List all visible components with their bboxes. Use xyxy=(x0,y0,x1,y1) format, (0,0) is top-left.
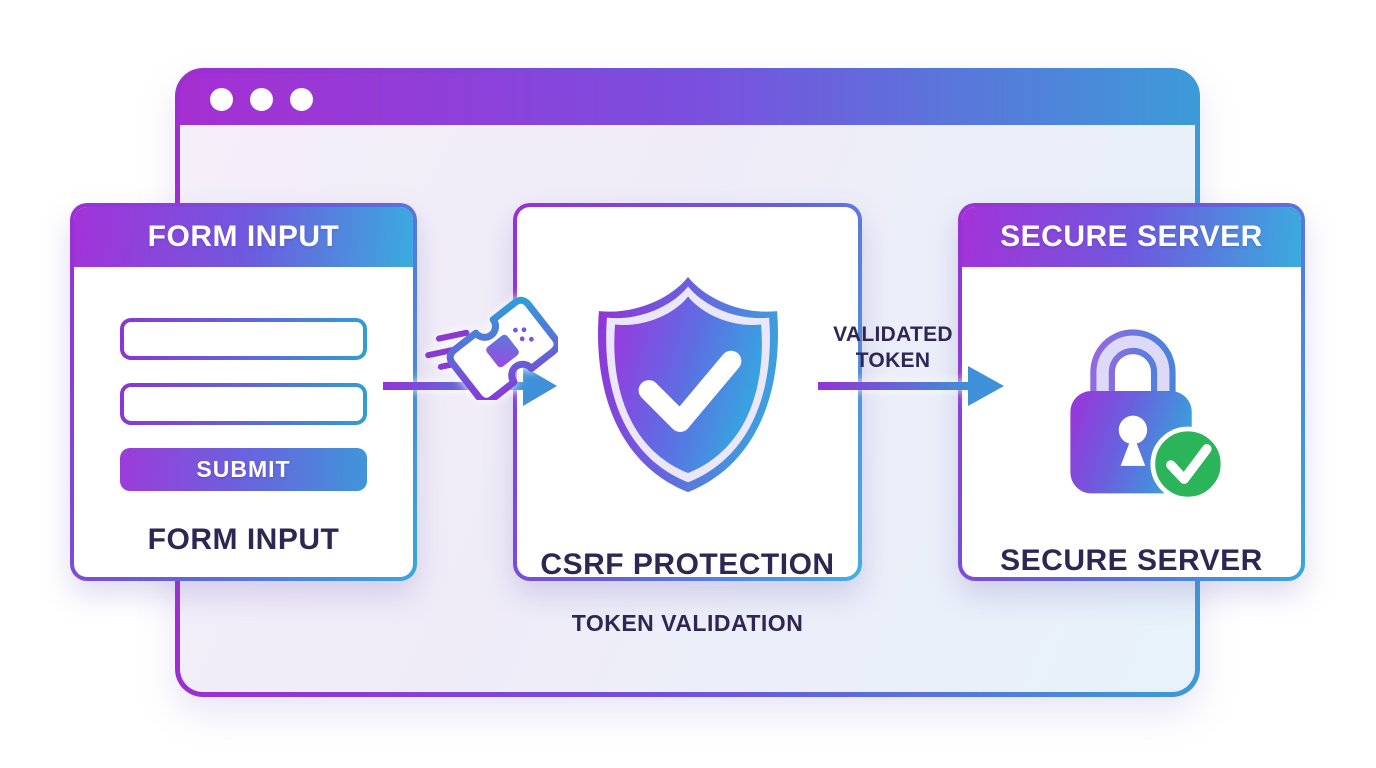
window-control-dot[interactable] xyxy=(290,87,313,111)
window-control-dot[interactable] xyxy=(210,87,233,111)
ticket-icon xyxy=(425,296,558,400)
form-input-field-2-inner[interactable] xyxy=(124,387,363,421)
form-fields: SUBMIT xyxy=(74,318,413,491)
flow-arrow-csrf-to-server xyxy=(818,366,1004,406)
form-card-header: FORM INPUT xyxy=(74,207,413,267)
server-card-caption: SECURE SERVER xyxy=(1000,544,1263,577)
form-input-card: FORM INPUT SUBMIT FORM INPUT xyxy=(70,203,417,581)
csrf-card-caption: CSRF PROTECTION xyxy=(540,548,835,577)
browser-titlebar xyxy=(180,73,1195,125)
form-input-field-2[interactable] xyxy=(120,383,367,425)
validated-token-label: VALIDATED TOKEN xyxy=(833,323,953,372)
shield-check-icon xyxy=(583,269,793,504)
form-input-field-1-inner[interactable] xyxy=(124,322,363,356)
secure-server-card: SECURE SERVER xyxy=(958,203,1305,581)
submit-button[interactable]: SUBMIT xyxy=(120,448,367,491)
check-badge-icon xyxy=(1149,426,1225,502)
flow-arrow-form-to-csrf xyxy=(383,366,557,406)
token-validation-caption: TOKEN VALIDATION xyxy=(571,610,804,636)
form-card-caption: FORM INPUT xyxy=(147,523,340,556)
form-input-field-1[interactable] xyxy=(120,318,367,360)
window-control-dot[interactable] xyxy=(250,87,273,111)
server-card-header: SECURE SERVER xyxy=(962,207,1301,267)
padlock-icon xyxy=(1032,301,1232,524)
csrf-protection-card: CSRF PROTECTION xyxy=(513,203,862,581)
